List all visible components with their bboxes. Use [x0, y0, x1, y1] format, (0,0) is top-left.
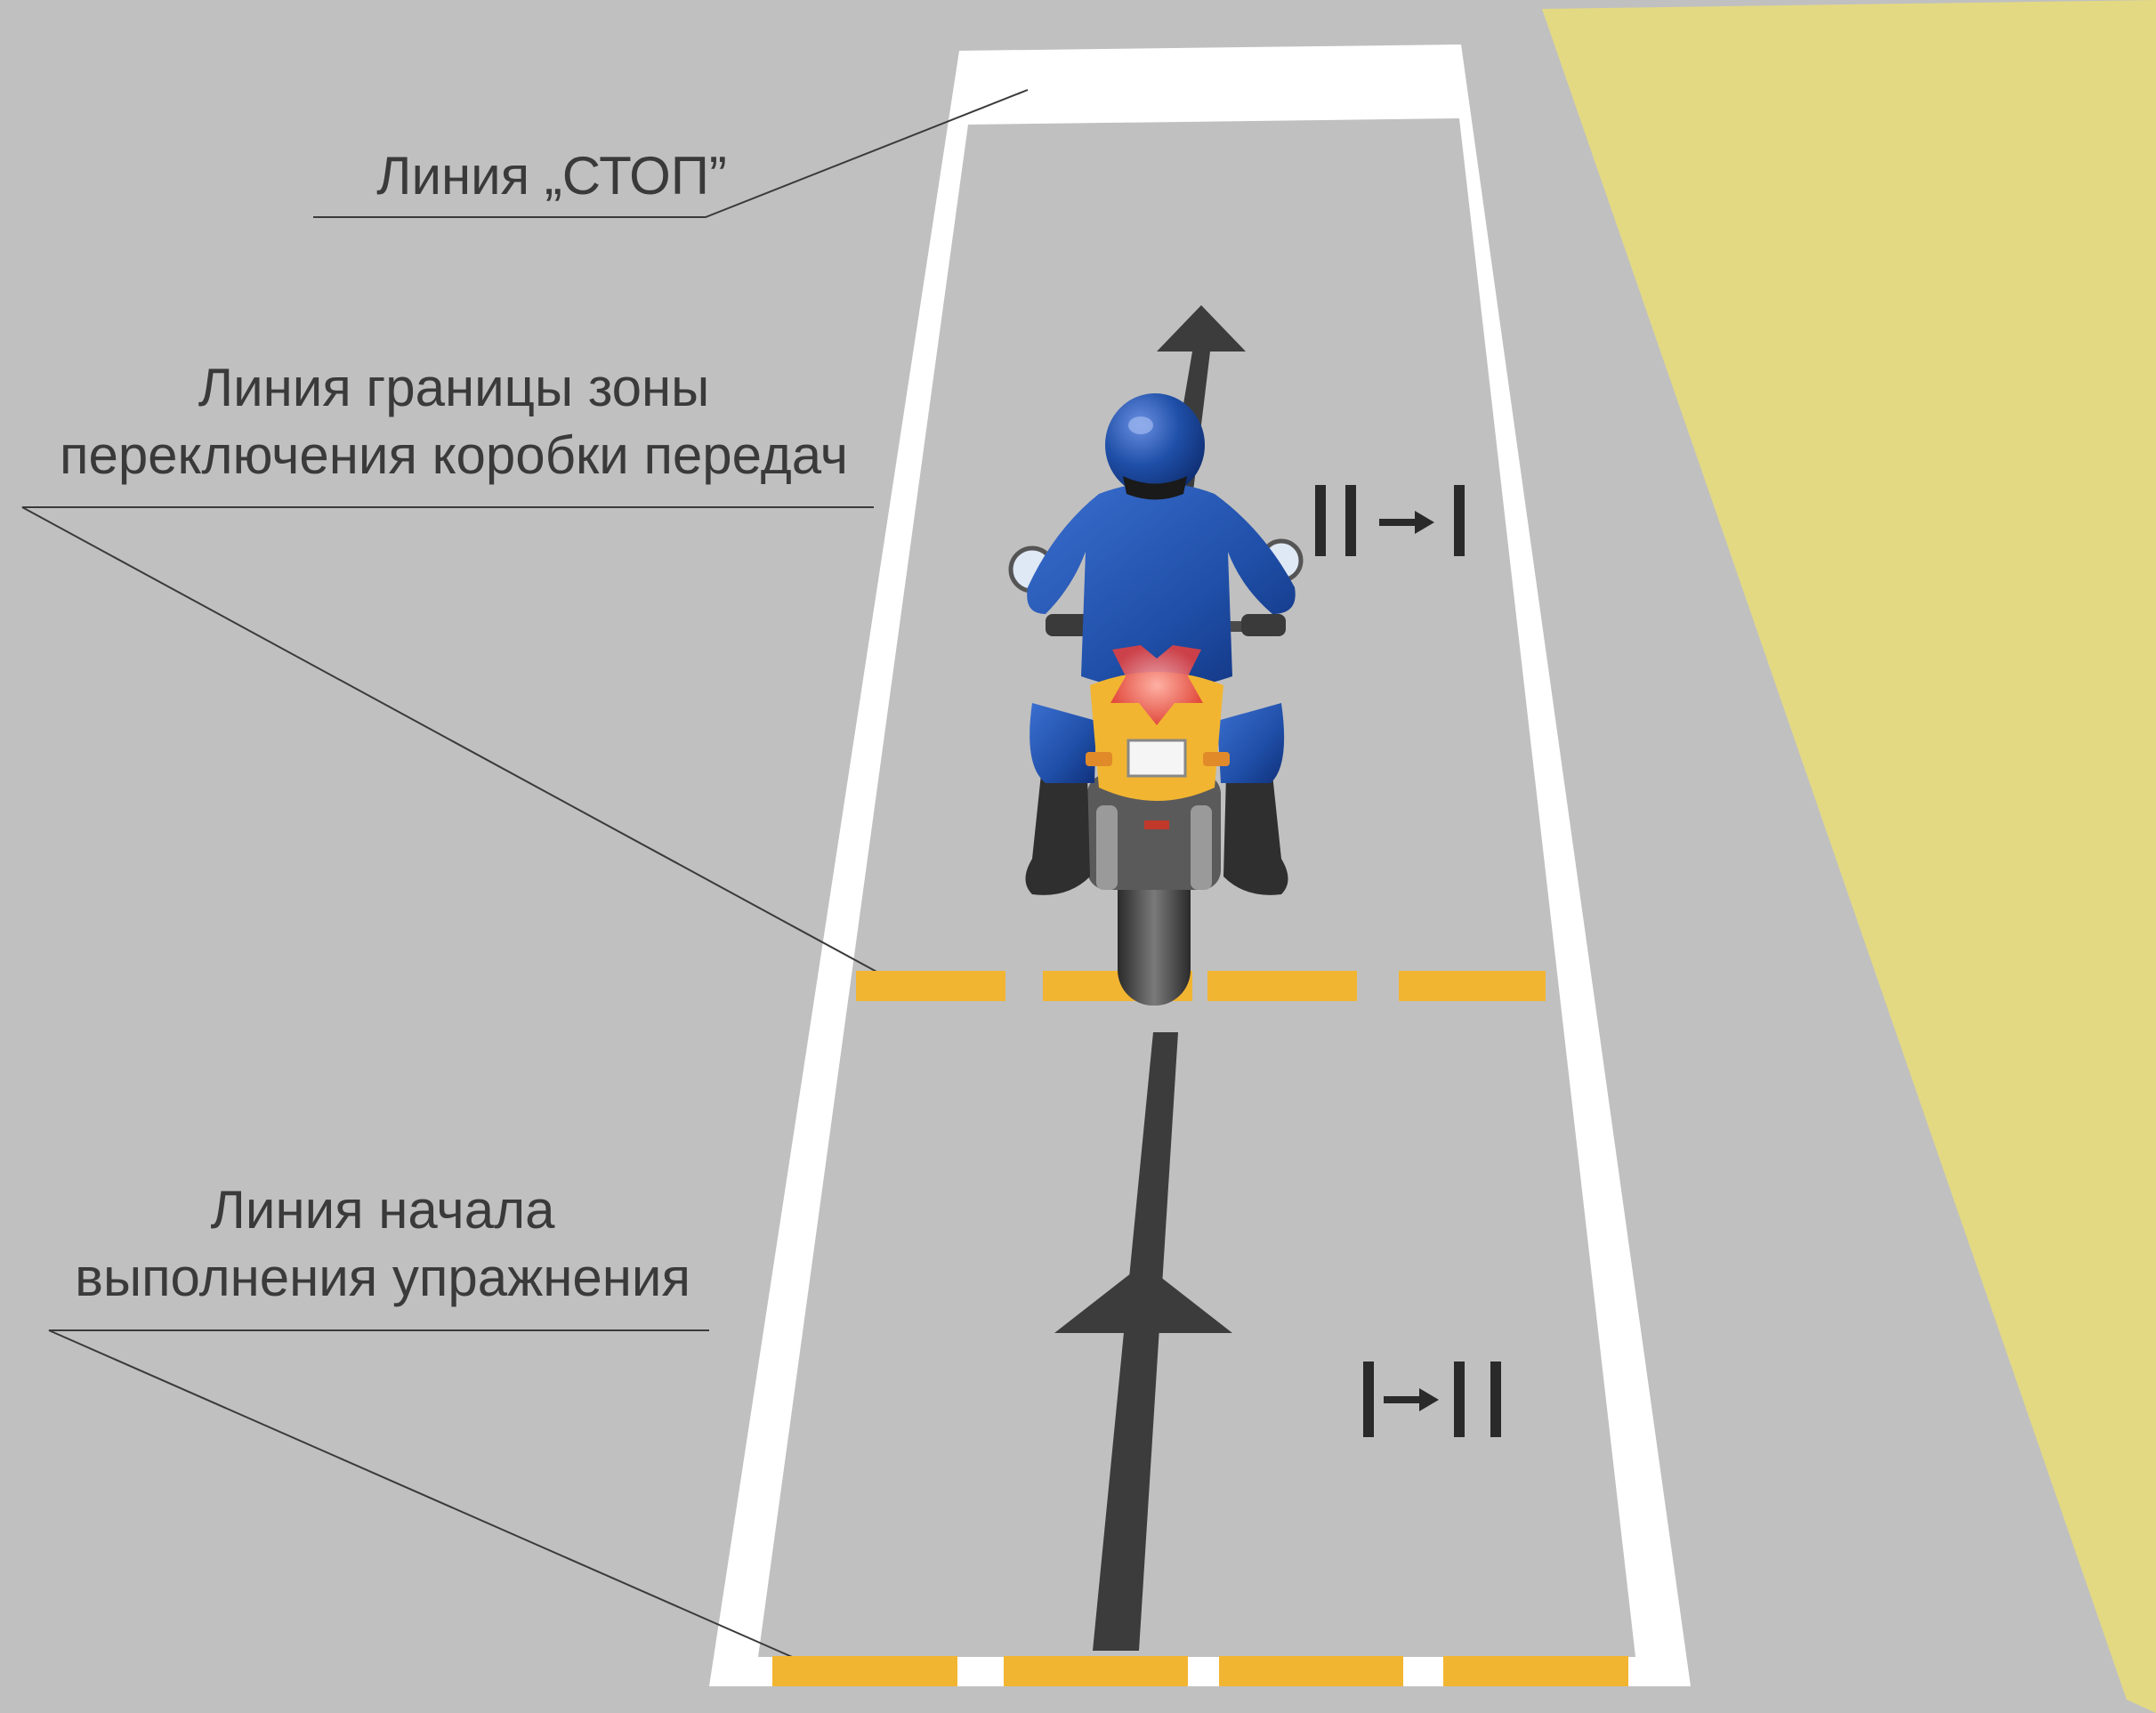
engine-frame	[1087, 774, 1221, 890]
stop-line-label: Линия „СТОП”	[205, 142, 899, 210]
start-line-dash	[1443, 1656, 1628, 1686]
start-line-dash	[772, 1656, 957, 1686]
start-line-dash	[1004, 1656, 1188, 1686]
gear-zone-dash	[856, 971, 1005, 1001]
motorcycle-rider	[1008, 393, 1304, 1006]
roadside-shoulder	[1542, 0, 2156, 1713]
right-boot	[1223, 774, 1288, 895]
start-line-label: Линия начала выполнения упражнения	[27, 1176, 739, 1312]
gear-zone-dash	[1207, 971, 1357, 1001]
start-line-pointer	[48, 1329, 836, 1677]
start-line-dash	[1219, 1656, 1403, 1686]
helmet	[1105, 393, 1205, 497]
gear-zone-label: Линия границы зоны переключения коробки …	[18, 354, 890, 489]
gear-sign-upper	[1315, 485, 1465, 556]
stop-line-pointer	[313, 89, 1029, 218]
gear-zone-label-line-1: Линия границы зоны	[198, 358, 710, 417]
gear-zone-label-line-2: переключения коробки передач	[59, 425, 849, 485]
fuel-tank	[1090, 672, 1223, 801]
start-line	[772, 1656, 1628, 1686]
gear-zone-dash	[1399, 971, 1546, 1001]
trajectory-arrow-lower	[1054, 1032, 1232, 1651]
stop-line-label-text: Линия „СТОП”	[376, 146, 727, 206]
gear-zone-pointer	[21, 506, 910, 990]
tail-light	[1144, 820, 1169, 829]
gear-sign-lower	[1363, 1362, 1501, 1437]
marker-cross	[1110, 645, 1203, 725]
license-plate	[1126, 739, 1187, 778]
start-line-label-line-1: Линия начала	[210, 1180, 555, 1240]
left-boot	[1025, 774, 1090, 895]
start-line-label-line-2: выполнения упражнения	[75, 1248, 690, 1307]
rider-body	[1027, 482, 1296, 690]
